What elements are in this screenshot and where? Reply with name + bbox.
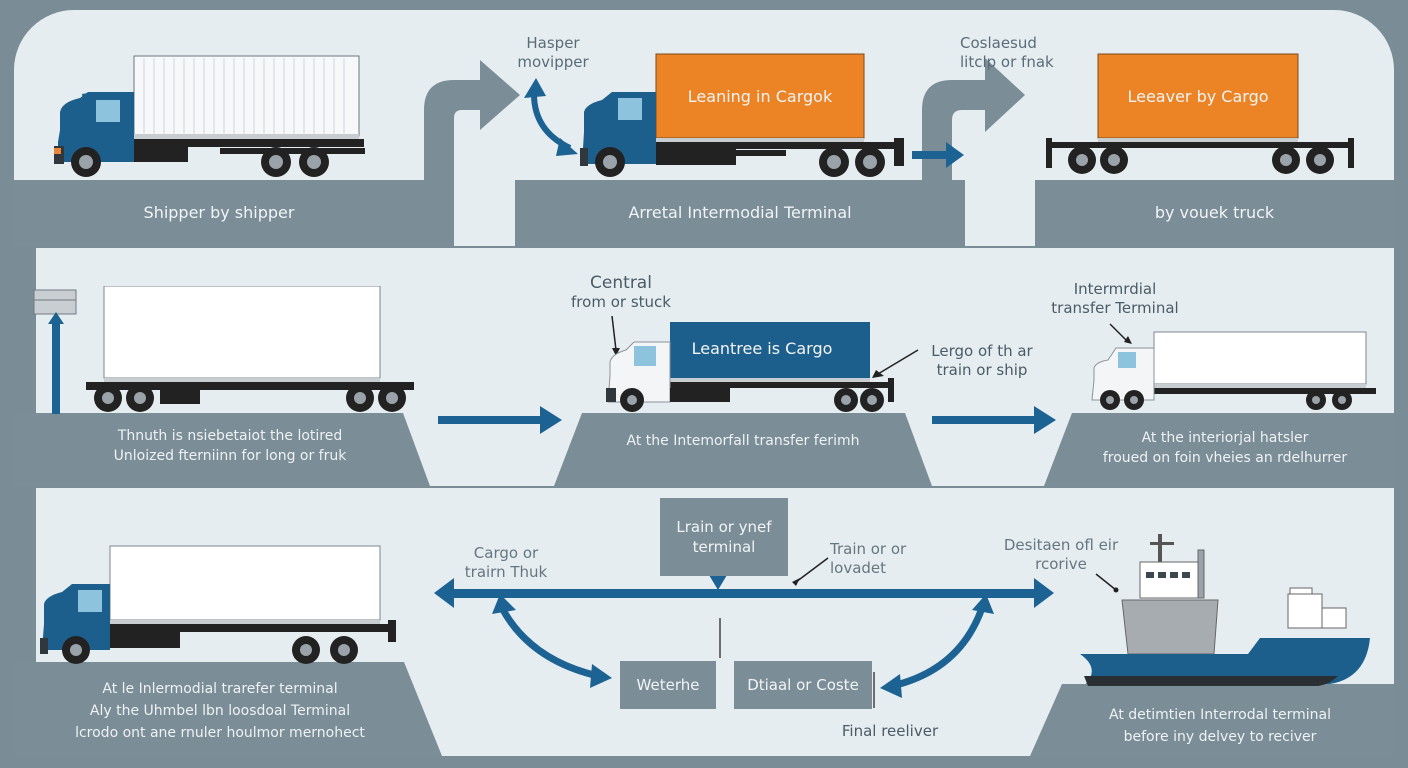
- main-double-arrow-shaft: [450, 589, 1040, 598]
- label-terminal: Arretal Intermodial Terminal: [628, 203, 852, 222]
- container-text-3: Leantree is Cargo: [692, 339, 833, 358]
- label-truck: by vouek truck: [1154, 203, 1275, 222]
- box-warehouse: Weterhe: [620, 661, 716, 709]
- truck-shipper: [54, 55, 365, 177]
- note-coslaesud: Coslaesud litclp or fnak: [960, 34, 1080, 72]
- row2-step3-line1: At the interiorjal hatsler: [1141, 430, 1309, 446]
- row2-right-edge: [1394, 246, 1408, 766]
- container-text-1: Leaning in Cargok: [688, 87, 833, 106]
- side-note-line2: train or ship: [936, 361, 1028, 379]
- note-intermodial: Intermrdial transfer Terminal: [1040, 280, 1190, 318]
- row2-step3-line2: froued on foin vheies an rdelhurrer: [1102, 450, 1348, 466]
- side-note-lergo: Lergo of th ar train or ship: [922, 342, 1042, 380]
- band-row2-right: [1044, 413, 1394, 486]
- note-intermodial-line2: transfer Terminal: [1051, 299, 1179, 317]
- box-train-terminal: Lrain or ynef terminal: [660, 498, 788, 576]
- truck-blue-cargo: Leantree is Cargo: [606, 316, 919, 412]
- row2-step3-label: At the interiorjal hatsler froued on foi…: [1060, 428, 1390, 468]
- small-right-arrow-icon: [912, 142, 964, 168]
- right-arrow-icon: [438, 406, 562, 434]
- label-band-truck: by vouek truck: [1035, 180, 1394, 246]
- note-hasper-line2: movipper: [517, 53, 589, 71]
- box-train-line1: Lrain or ynef: [676, 518, 772, 536]
- box-warehouse-text: Weterhe: [636, 676, 700, 694]
- bent-arrow-2: [922, 58, 1025, 246]
- truck-white-box: [1091, 323, 1376, 410]
- trailer-orange-cargo: Leeaver by Cargo: [1046, 53, 1354, 174]
- row2-step1-line1: Thnuth is nsiebetaiot the lotired: [117, 428, 343, 444]
- row3-step3-line2: before iny delvey to reciver: [1123, 729, 1317, 745]
- row3-step3-label: At detimtien Interrodal terminal before …: [1060, 704, 1380, 748]
- band-row3-right: [1030, 684, 1394, 756]
- truck-blue-white-box: [40, 545, 396, 664]
- note-train-line2: lovadet: [830, 559, 887, 577]
- note-central-line2: from or stuck: [571, 293, 671, 311]
- band-row3-left: [14, 662, 442, 756]
- note-intermodial-line1: Intermrdial: [1073, 280, 1157, 298]
- note-central-line1: Central: [590, 273, 652, 293]
- note-cargo-or: Cargo or trairn Thuk: [456, 544, 556, 582]
- note-destination-line1: Desitaen ofl eir: [1003, 536, 1119, 554]
- bent-arrow-1: [424, 60, 520, 246]
- band-row2-mid: [554, 413, 932, 486]
- row2-step2-text: At the Intemorfall transfer ferimh: [626, 433, 860, 449]
- box-train-line2: terminal: [692, 538, 756, 556]
- right-arrow-icon-2: [932, 406, 1056, 434]
- row3-step3-line1: At detimtien Interrodal terminal: [1108, 707, 1332, 723]
- box-distribution: Dtiaal or Coste: [734, 661, 872, 709]
- note-final-receiver: Final reeliver: [830, 722, 950, 741]
- row2-step1-label: Thnuth is nsiebetaiot the lotired Unloiz…: [40, 426, 420, 466]
- label-band-terminal: Arretal Intermodial Terminal: [515, 180, 965, 246]
- row2-step1-line2: Unloized fterniinn for long or fruk: [113, 448, 347, 464]
- right-arrowhead-icon: [1034, 578, 1054, 608]
- note-train-line1: Train or or: [830, 540, 907, 558]
- note-central: Central from or stuck: [556, 274, 686, 312]
- note-coslaesud-line2: litclp or fnak: [960, 53, 1054, 71]
- container-text-2: Leeaver by Cargo: [1127, 87, 1268, 106]
- arrow-tail-fragment: [1046, 578, 1066, 608]
- note-cargo-line1: Cargo or: [473, 544, 539, 562]
- band-row3-bottom: [14, 756, 1394, 768]
- row3-step1-label: At le Inlermodial trarefer terminal Aly …: [40, 678, 400, 744]
- trailer-flatbed-white: [33, 286, 414, 414]
- left-curved-arrow: [498, 606, 599, 680]
- curved-double-arrow-icon: [524, 78, 578, 156]
- note-destination: Desitaen ofl eir rcorive: [996, 536, 1126, 574]
- truck-orange-cargo: Leaning in Cargok: [580, 53, 904, 177]
- row3-step1-line2: Aly the Uhmbel lbn loosdoal Terminal: [89, 703, 351, 719]
- row2-step2-label: At the Intemorfall transfer ferimh: [582, 432, 904, 451]
- box-distribution-text: Dtiaal or Coste: [747, 676, 859, 694]
- cargo-ship: [1080, 534, 1370, 686]
- label-shipper: Shipper by shipper: [143, 203, 295, 222]
- note-destination-line2: rcorive: [1035, 555, 1087, 573]
- note-final-text: Final reeliver: [841, 722, 939, 740]
- left-arrowhead-icon: [434, 578, 454, 608]
- band-row2-left: [14, 413, 430, 486]
- row3-step1-line3: lcrodo ont ane rnuler houlmor mernohect: [75, 725, 365, 741]
- side-note-line1: Lergo of th ar: [931, 342, 1033, 360]
- note-cargo-line2: trairn Thuk: [464, 563, 548, 581]
- note-hasper-line1: Hasper: [526, 34, 580, 52]
- note-hasper: Hasper movipper: [498, 34, 608, 72]
- right-curved-arrow: [891, 606, 986, 690]
- label-band-shipper: Shipper by shipper: [14, 180, 424, 246]
- row3-step1-line1: At le Inlermodial trarefer terminal: [102, 681, 338, 697]
- note-train-or: Train or or lovadet: [830, 540, 920, 578]
- note-coslaesud-line1: Coslaesud: [960, 34, 1037, 52]
